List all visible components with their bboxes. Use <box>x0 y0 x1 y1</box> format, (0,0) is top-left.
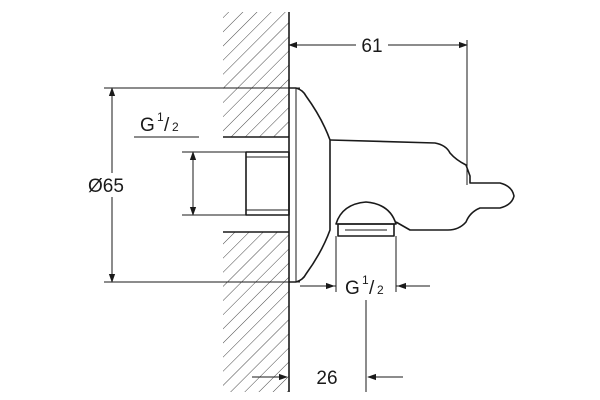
wall-section <box>223 12 290 392</box>
dimension-offset-label: 26 <box>316 368 337 389</box>
wall-upper <box>223 12 289 137</box>
svg-text:/: / <box>369 278 375 299</box>
svg-text:/: / <box>164 115 170 136</box>
dimension-diameter: Ø65 <box>86 87 300 283</box>
dimension-inlet-thread: G 1 / 2 <box>134 110 248 216</box>
inlet-thread-denominator: 2 <box>172 120 179 134</box>
elbow-body <box>329 139 515 231</box>
outlet-thread-numerator: 1 <box>362 273 369 287</box>
diameter-value: 65 <box>103 176 124 197</box>
outlet-connector <box>335 201 397 237</box>
dimension-outlet-thread: G 1 / 2 <box>300 236 430 299</box>
outlet-thread-letter: G <box>345 278 360 299</box>
inlet-thread-letter: G <box>140 115 155 136</box>
inlet-thread <box>245 151 290 216</box>
dimension-overall-depth: 61 <box>288 33 468 185</box>
wall-lower <box>223 232 289 392</box>
inlet-thread-numerator: 1 <box>157 110 164 124</box>
svg-text:Ø65: Ø65 <box>88 176 124 197</box>
wall-rosette <box>289 87 331 283</box>
diameter-symbol: Ø <box>88 176 103 197</box>
dimension-depth-label: 61 <box>361 36 382 57</box>
dimension-outlet-offset: 26 <box>252 300 403 392</box>
outlet-thread-denominator: 2 <box>377 283 384 297</box>
